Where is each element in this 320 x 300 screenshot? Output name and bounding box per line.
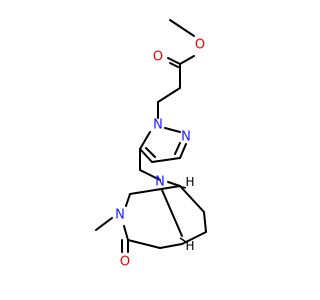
atom-n-amide: N <box>115 208 125 223</box>
stereo-hash-bottom <box>179 237 187 243</box>
atom-n-bridge: N <box>155 175 165 190</box>
structure-diagram: O O N N N N O H H <box>95 19 207 270</box>
atom-h-bottom: H <box>185 239 194 253</box>
bond-carbonyl-double-a <box>169 62 179 68</box>
bond-upper-ch-ch2-a <box>129 185 181 195</box>
molecule-canvas: O O N N N N O H H <box>95 19 207 270</box>
bond-c5-c4 <box>139 148 153 163</box>
bond-c4-c3 <box>151 157 181 163</box>
atom-o-ester-double: O <box>153 50 163 65</box>
bond-amide-n-methyl <box>95 217 113 231</box>
bond-carbonyl-c-o <box>167 57 181 65</box>
atom-label-layer: O O N N N N O H H <box>115 38 205 270</box>
bond-upper-ch-ch2 <box>179 185 205 213</box>
bond-n1-c5 <box>139 131 151 150</box>
atom-o-amide: O <box>120 255 130 270</box>
bond-c5-c4-double <box>145 147 156 158</box>
bond-c3-n2-double <box>174 142 181 155</box>
bond-c3-n2 <box>179 143 187 159</box>
atom-o-ester-single: O <box>195 38 205 53</box>
bond-alpha-beta <box>157 87 181 103</box>
bond-amide-n-carbonyl <box>123 225 129 241</box>
atom-h-top: H <box>185 175 194 189</box>
bond-bridge-n-lower-ch <box>161 189 183 237</box>
bond-oxygen-carbonyl <box>179 55 195 65</box>
stereo-hash-top <box>177 185 187 189</box>
bond-ch2-lower-ch-b <box>159 243 183 249</box>
bond-ch2-ch2 <box>203 211 207 233</box>
atom-n-pyrazole-2: N <box>181 130 191 145</box>
stereo-layer <box>177 185 187 243</box>
bond-n2-n1 <box>164 127 181 133</box>
bond-methyl-oxygen <box>169 19 195 37</box>
bond-ch2-bridge-n <box>139 169 161 181</box>
bond-carbonyl-ch2 <box>127 239 161 249</box>
atom-n-pyrazole-1: N <box>153 118 163 133</box>
bond-layer <box>95 19 207 253</box>
bond-ch2-amide-n <box>125 193 131 207</box>
